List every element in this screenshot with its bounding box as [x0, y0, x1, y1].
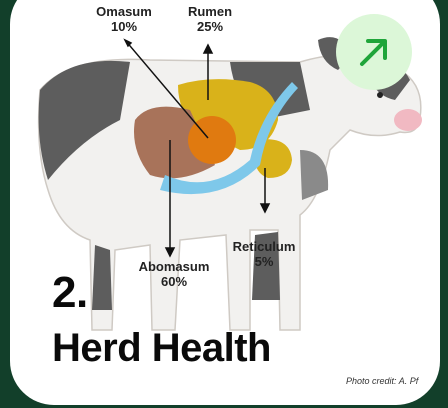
omasum-percent: 10%	[84, 19, 164, 34]
photo-credit: Photo credit: A. Pf	[346, 376, 418, 386]
reticulum-label: Reticulum 5%	[224, 239, 304, 269]
section-title: Herd Health	[52, 325, 271, 371]
rumen-percent: 25%	[170, 19, 250, 34]
reticulum-name: Reticulum	[224, 239, 304, 254]
reticulum-percent: 5%	[224, 254, 304, 269]
open-topic-button[interactable]	[336, 14, 412, 90]
abomasum-name: Abomasum	[124, 259, 224, 274]
omasum-label: Omasum 10%	[84, 4, 164, 34]
topic-card[interactable]: Omasum 10% Rumen 25% Reticulum 5% Abomas…	[10, 0, 440, 405]
abomasum-label: Abomasum 60%	[124, 259, 224, 289]
arrow-up-right-icon	[354, 32, 394, 72]
rumen-label: Rumen 25%	[170, 4, 250, 34]
rumen-name: Rumen	[170, 4, 250, 19]
abomasum-percent: 60%	[124, 274, 224, 289]
omasum-name: Omasum	[84, 4, 164, 19]
section-number: 2.	[52, 268, 88, 318]
